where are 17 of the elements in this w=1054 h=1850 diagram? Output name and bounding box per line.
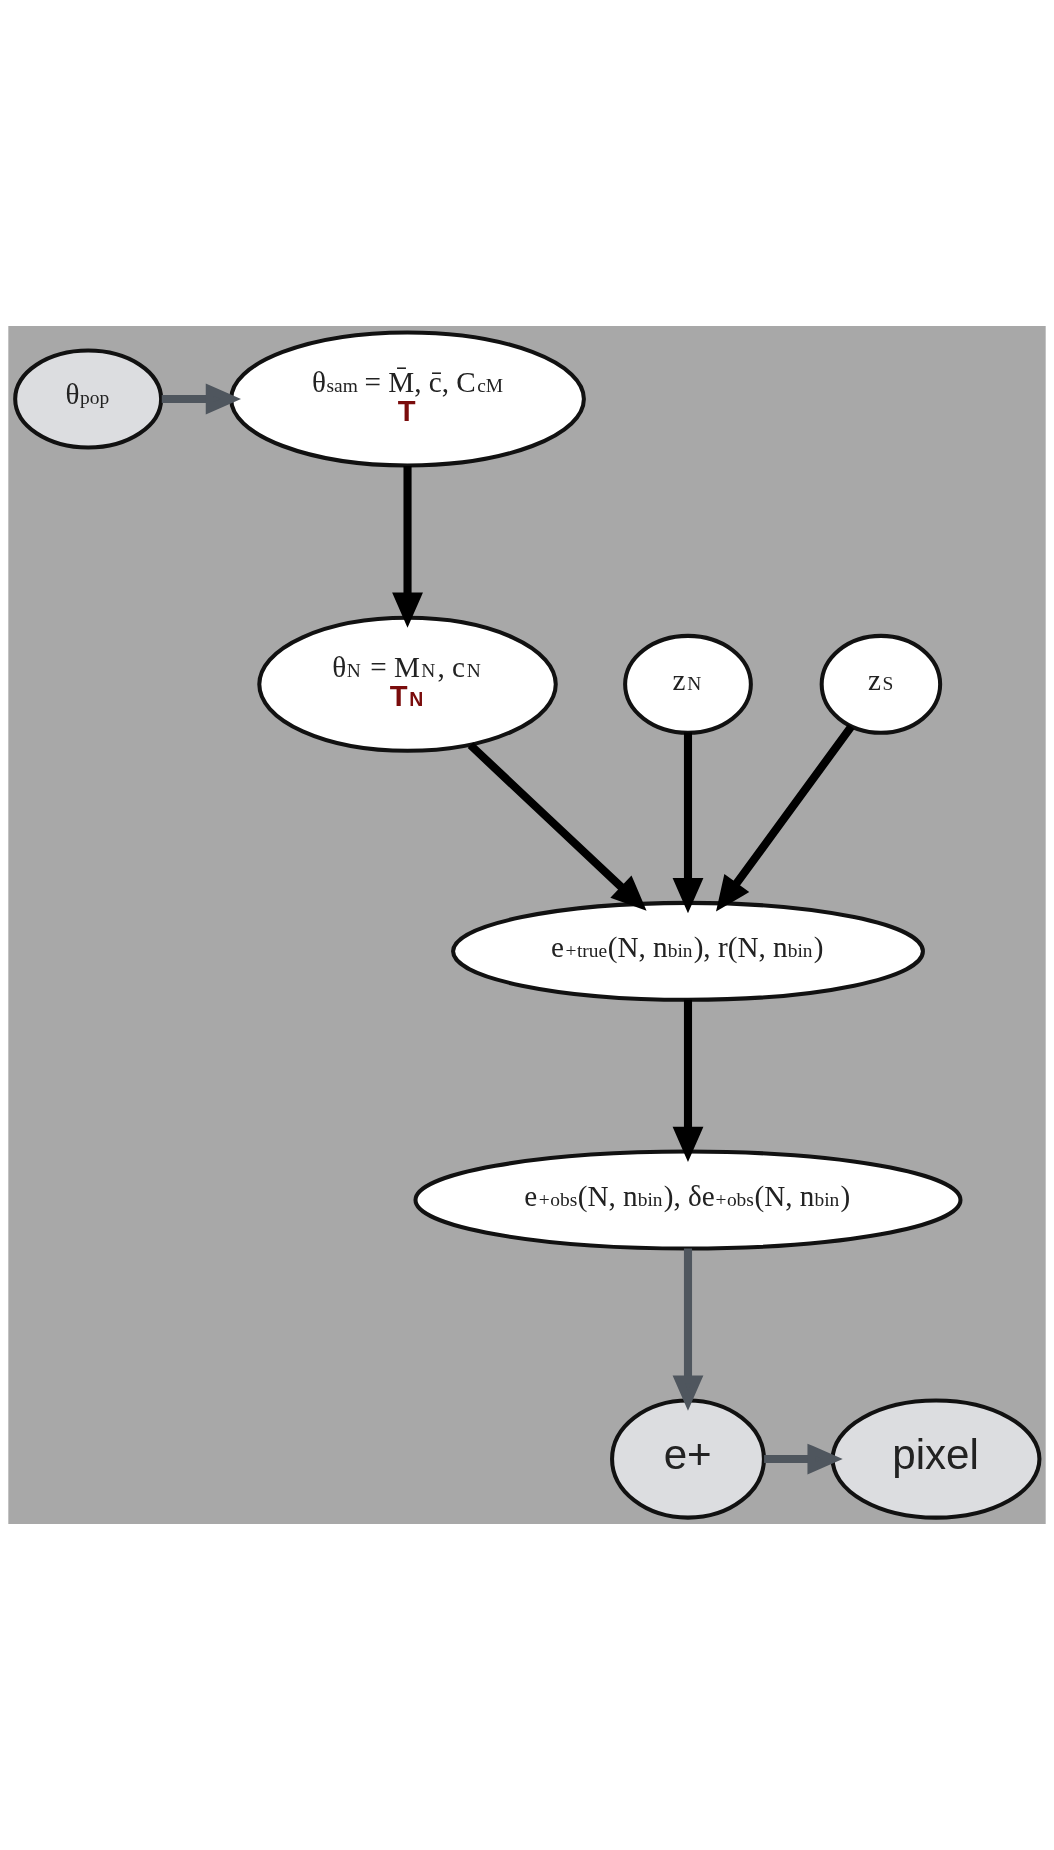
node-ellipse: θsam = M̄, c̄, CcM T	[229, 330, 586, 468]
node-ellipse: θN = MN, cN TN	[257, 615, 558, 753]
node-ellipse: θpop	[13, 348, 164, 450]
node-ellipse: e+	[610, 1398, 766, 1520]
arrow	[672, 999, 704, 1162]
arrow	[672, 732, 704, 914]
arrow	[716, 724, 855, 912]
node-ellipse: pixel	[830, 1398, 1042, 1520]
node-ellipse: e+true(N, nbin), r(N, nbin)	[451, 900, 925, 1002]
arrow	[764, 1443, 843, 1475]
arrow	[467, 742, 647, 911]
node-ellipse: e+obs(N, nbin), δe+obs(N, nbin)	[413, 1149, 963, 1251]
arrow	[392, 466, 423, 628]
arrow	[161, 383, 241, 415]
node-ellipse: zN	[623, 633, 753, 735]
node-ellipse: zS	[819, 633, 943, 735]
arrow	[672, 1248, 704, 1411]
